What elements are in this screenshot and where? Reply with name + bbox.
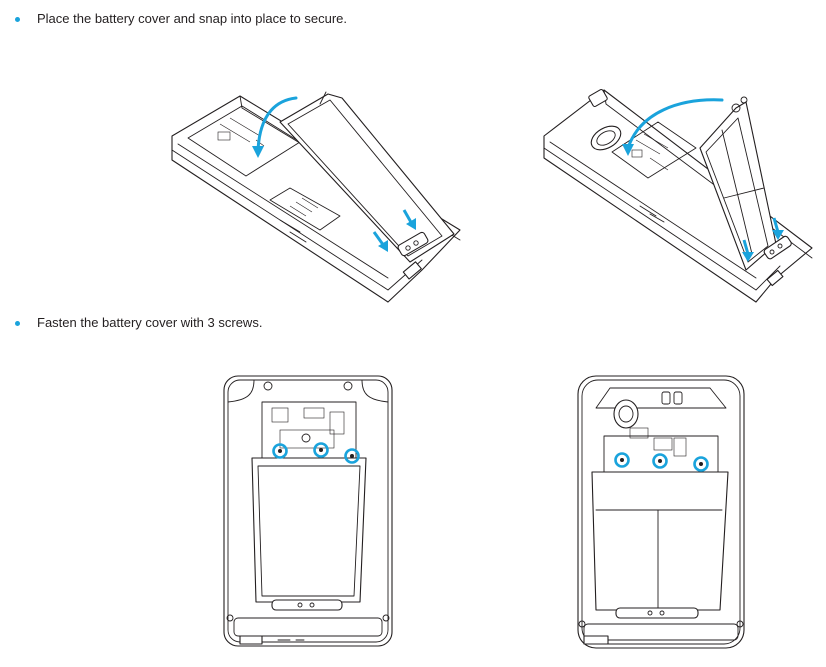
arrow-head-icon — [742, 252, 754, 262]
down-arrow-icon — [742, 239, 750, 255]
step-1-text: Place the battery cover and snap into pl… — [37, 11, 348, 26]
down-arrow-icon — [772, 217, 780, 233]
screw-2 — [652, 453, 668, 469]
screws-illustration-2 — [577, 375, 745, 649]
screw-1 — [614, 452, 630, 468]
curved-arrow-icon — [256, 96, 298, 152]
screw-1 — [272, 443, 288, 459]
cover-placement-illustration-1 — [171, 91, 461, 303]
screw-3 — [693, 456, 709, 472]
screw-3 — [344, 448, 360, 464]
cover-placement-illustration-2 — [543, 88, 813, 303]
bullet-icon — [15, 16, 20, 22]
screw-2 — [313, 442, 329, 458]
arrow-head-icon — [406, 218, 416, 230]
screws-illustration-1 — [223, 375, 393, 647]
arrow-head-icon — [378, 240, 388, 252]
bullet-icon — [15, 320, 20, 326]
curved-arrow-icon — [626, 98, 724, 150]
step-1: Place the battery cover and snap into pl… — [14, 11, 347, 27]
arrow-head-icon — [252, 146, 264, 158]
arrow-head-icon — [772, 230, 784, 240]
arrow-head-icon — [622, 144, 634, 156]
step-2: Fasten the battery cover with 3 screws. — [14, 315, 262, 331]
step-2-text: Fasten the battery cover with 3 screws. — [37, 315, 263, 330]
